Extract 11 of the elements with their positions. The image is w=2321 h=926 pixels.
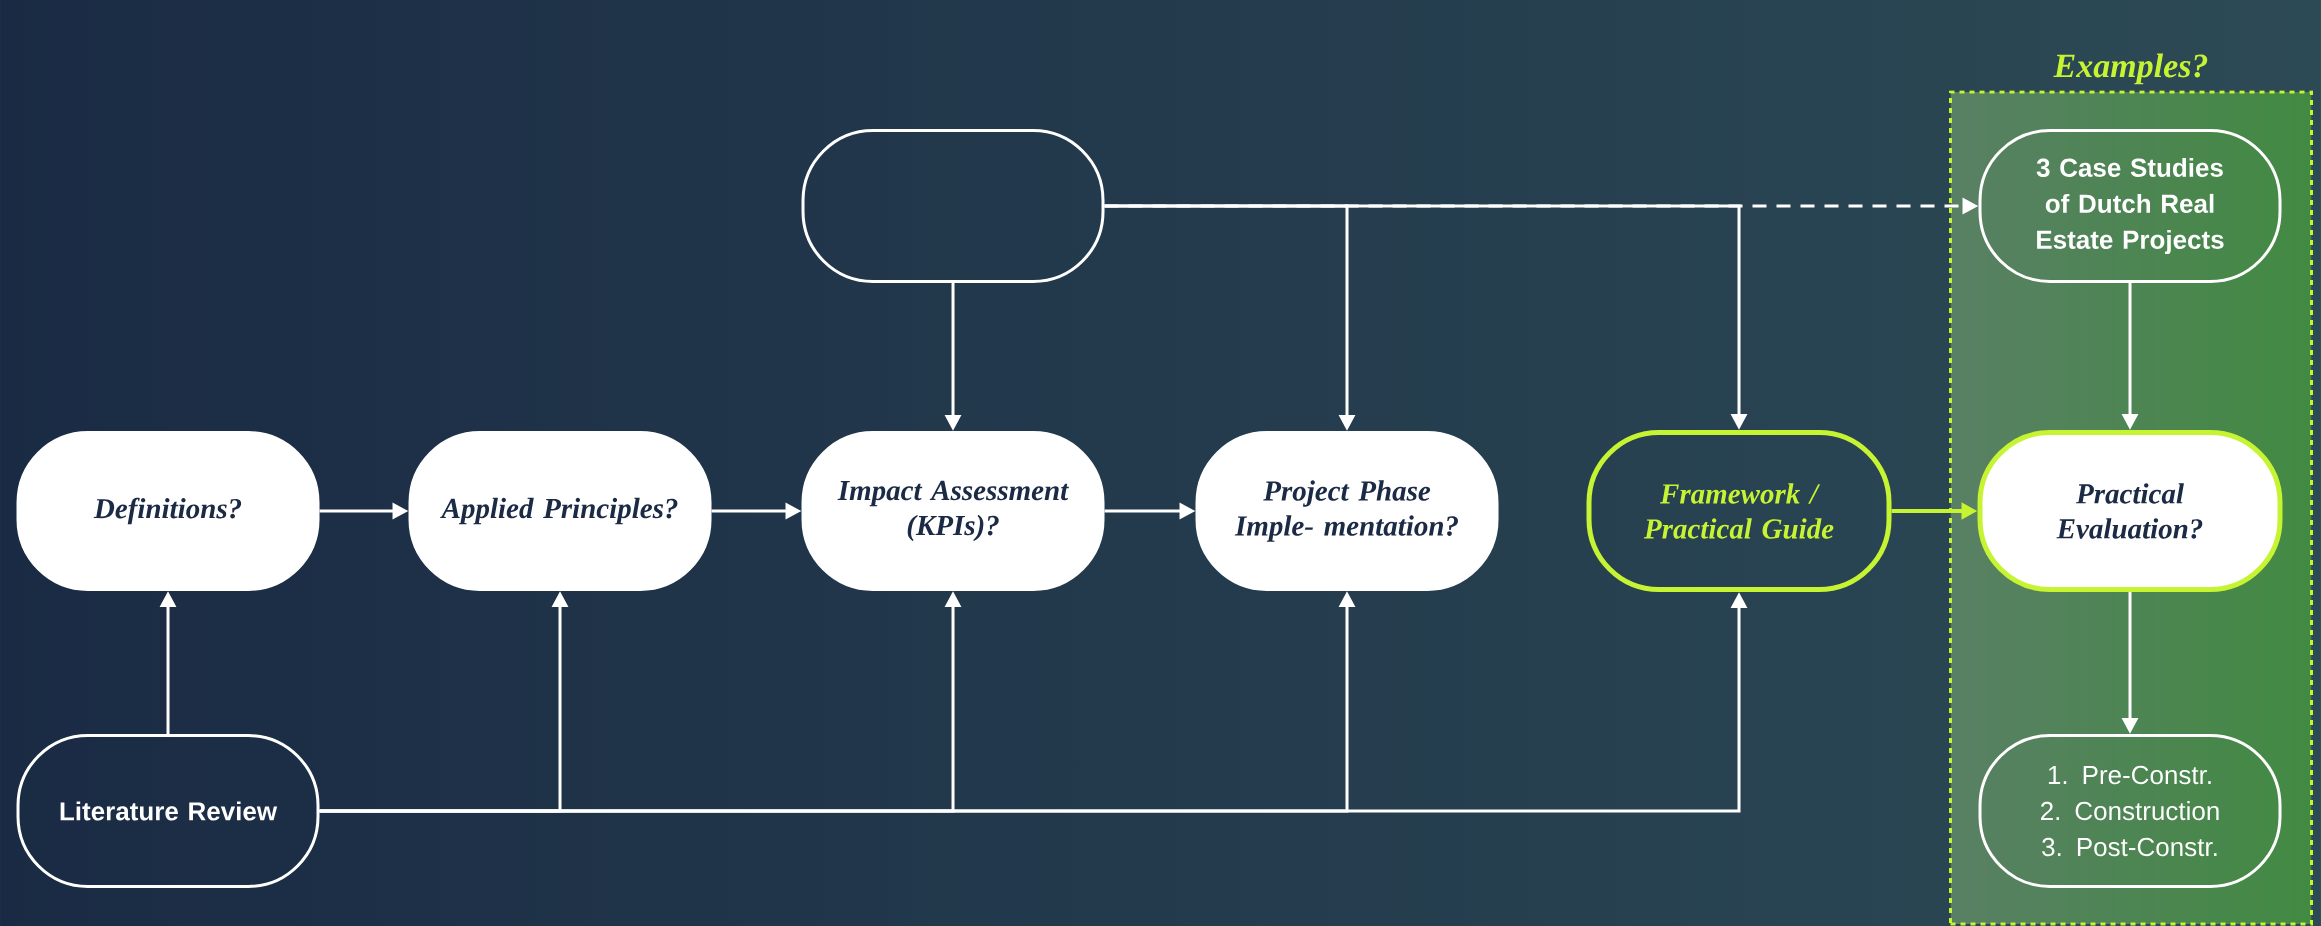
rounded-box: Literature Review bbox=[16, 734, 320, 888]
rounded-box: Framework / Practical Guide bbox=[1586, 430, 1892, 592]
rounded-box: Definitions? bbox=[16, 431, 320, 591]
node-label: Examples? bbox=[2053, 53, 2208, 85]
rounded-box: 1. Pre-Constr. 2. Construction 3. Post-Constr. bbox=[1978, 734, 2282, 888]
rounded-box: Practical Evaluation? bbox=[1977, 430, 2283, 592]
rounded-box: Applied Principles? bbox=[408, 431, 712, 591]
rounded-box: 3 Case Studies of Dutch Real Estate Projects bbox=[1978, 129, 2282, 283]
rounded-box: Project Phase Imple- mentation? bbox=[1195, 431, 1499, 591]
empty-rounded-box bbox=[801, 129, 1105, 283]
rounded-box: Impact Assessment (KPIs)? bbox=[801, 431, 1105, 591]
